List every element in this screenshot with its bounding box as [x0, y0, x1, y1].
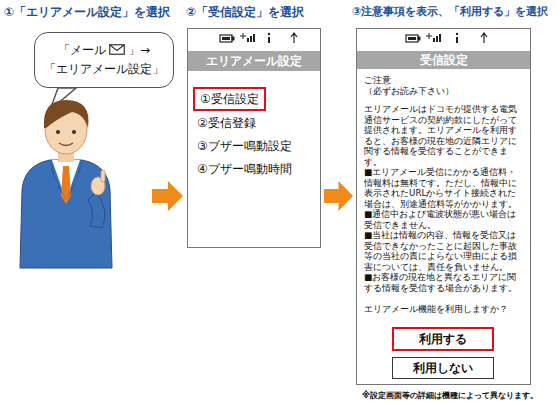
status-icons — [220, 33, 487, 43]
phone-screen: ①受信設定 エリアメール設定 ②受信登録 ③ブザー鳴動設定 ④ブザー鳴動時間 — [187, 28, 321, 248]
phone-screen: 利用する利用しない 受信設定ご注意（必ずお読み下さい） エリアメールはドコモが提供す… — [356, 28, 531, 385]
menu-item: ③ブザー鳴動設定 — [197, 138, 292, 155]
bubble-text: 「メール — [58, 43, 106, 57]
step-arrow — [152, 181, 183, 211]
notice-text: ■当社は情報の内容、情報を受信又は受信できなかったことに起因した事故等の当社の責… — [364, 230, 524, 272]
step-heading: ②「受信設定」を選択 — [186, 4, 304, 21]
bubble-line: 「メール 」→ — [44, 41, 164, 60]
button-secondary: 利用しない — [392, 357, 494, 379]
menu-item-selected: ①受信設定 — [193, 87, 266, 111]
step-heading: ①「エリアメール設定」を選択 — [4, 4, 170, 21]
menu-item: ④ブザー鳴動時間 — [197, 161, 292, 178]
box-text: 利用しない — [393, 358, 493, 378]
step-heading: ③注意事項を表示、「利用する」を選択 — [352, 4, 548, 19]
step-arrow — [324, 181, 353, 211]
notice-text: ■エリアメール受信にかかる通信料・情報料は無料です。ただし、情報中に表示されたU… — [364, 167, 524, 209]
notice-text: ■お客様の現在地と異なるエリアに関する情報を受信する場合があります。 — [364, 272, 524, 293]
button-primary: 利用する — [392, 327, 494, 351]
box-text: ①受信設定 — [200, 91, 259, 107]
menu-item: ②受信登録 — [197, 115, 256, 132]
notice-text: エリアメールはドコモが提供する電気通信サービスの契約約款にしたがって提供されます… — [364, 104, 524, 167]
footnote: ※設定画面等の詳細は機種によって異なります。 — [362, 390, 538, 401]
notice-text: エリアメール機能を利用しますか？ — [364, 304, 524, 315]
speech-bubble: 「メール 」→ 「エリアメール設定」 — [34, 32, 174, 88]
notice-body: ご注意（必ずお読み下さい） エリアメールはドコモが提供する電気通信サービスの契約約… — [364, 75, 524, 321]
notice-text: ご注意 — [364, 75, 524, 86]
notice-text: ■通信中および電波状態が悪い場合は受信できません。 — [364, 209, 524, 230]
title-bar: エリアメール設定 — [188, 51, 320, 71]
bubble-text: 「エリアメール設定」 — [44, 60, 164, 79]
title-bar: 受信設定 — [357, 51, 530, 69]
envelope-icon — [109, 44, 125, 55]
notice-text: （必ずお読み下さい） — [364, 86, 524, 97]
bubble-text: 」→ — [128, 43, 150, 57]
box-text: 利用する — [394, 329, 492, 349]
person-figure — [20, 100, 112, 268]
